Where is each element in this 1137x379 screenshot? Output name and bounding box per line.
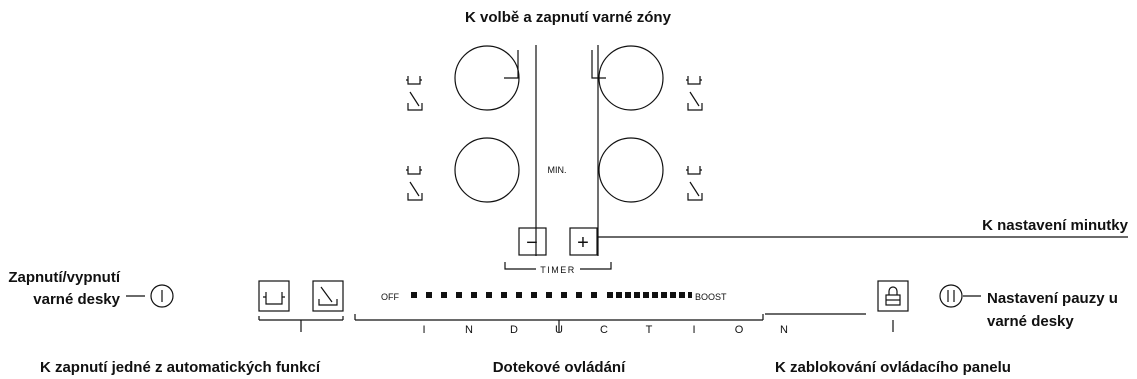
scale-dot[interactable]	[679, 292, 685, 298]
scale-dot[interactable]	[607, 292, 613, 298]
scale-dot[interactable]	[456, 292, 462, 298]
induction-letter: T	[646, 324, 653, 336]
scale-boost-label: BOOST	[695, 292, 727, 302]
scale-dot[interactable]	[441, 292, 447, 298]
hob-zone-rear-left-icon[interactable]	[454, 45, 520, 111]
scale-dot[interactable]	[501, 292, 507, 298]
label-timer-setting: K nastavení minutky	[982, 217, 1129, 234]
zone-pot-icon	[406, 76, 702, 175]
label-lock-panel: K zablokování ovládacího panelu	[775, 359, 1011, 376]
induction-letter: O	[735, 324, 744, 336]
scale-dot[interactable]	[616, 292, 622, 298]
label-power-line1: Zapnutí/vypnutí	[8, 269, 120, 286]
lock-button[interactable]	[877, 280, 909, 312]
pan-with-spatula-button[interactable]	[312, 280, 344, 312]
timer-minus-label: −	[526, 232, 538, 254]
power-level-scale[interactable]	[411, 292, 692, 298]
timer-bracket	[504, 262, 612, 270]
induction-slider-track[interactable]	[354, 313, 866, 321]
scale-dot[interactable]	[426, 292, 432, 298]
timer-plus-label: +	[577, 232, 589, 254]
scale-dot[interactable]	[531, 292, 537, 298]
induction-letter: I	[422, 324, 425, 336]
scale-dot[interactable]	[634, 292, 640, 298]
timer-minus-button[interactable]	[518, 227, 547, 256]
scale-off-label: OFF	[381, 292, 399, 302]
scale-dot[interactable]	[471, 292, 477, 298]
label-touch-control: Dotekové ovládání	[493, 359, 626, 376]
scale-dot[interactable]	[561, 292, 567, 298]
zone-pan-spatula-icon	[407, 91, 703, 201]
scale-dot[interactable]	[688, 292, 692, 298]
induction-letter: C	[600, 324, 608, 336]
induction-letter: D	[510, 324, 518, 336]
zone-leader-lines	[504, 45, 606, 256]
timer-label: TIMER	[540, 265, 576, 275]
scale-dot[interactable]	[661, 292, 667, 298]
hob-zone-rear-right-icon[interactable]	[598, 45, 664, 111]
hob-zone-front-left-icon[interactable]	[454, 137, 520, 203]
scale-dot[interactable]	[591, 292, 597, 298]
scale-dot[interactable]	[546, 292, 552, 298]
label-select-zone: K volbě a zapnutí varné zóny	[465, 9, 672, 26]
timer-plus-button[interactable]	[569, 227, 598, 256]
scale-dot[interactable]	[576, 292, 582, 298]
scale-dot[interactable]	[516, 292, 522, 298]
hob-zone-front-right-icon[interactable]	[598, 137, 664, 203]
induction-letter: N	[465, 324, 473, 336]
label-power-line2: varné desky	[33, 291, 120, 308]
pause-icon[interactable]	[939, 284, 963, 308]
label-auto-functions: K zapnutí jedné z automatických funkcí	[40, 359, 321, 376]
induction-letter: I	[692, 324, 695, 336]
induction-letter: N	[780, 324, 788, 336]
auto-functions-bracket	[258, 316, 344, 332]
scale-dot[interactable]	[643, 292, 649, 298]
pot-button[interactable]	[258, 280, 290, 312]
scale-dot[interactable]	[625, 292, 631, 298]
label-pause-line1: Nastavení pauzy u	[987, 290, 1118, 307]
scale-dot[interactable]	[670, 292, 676, 298]
scale-dot[interactable]	[486, 292, 492, 298]
power-icon[interactable]	[150, 284, 174, 308]
label-pause-line2: varné desky	[987, 313, 1074, 330]
scale-dot[interactable]	[411, 292, 417, 298]
scale-dot[interactable]	[652, 292, 658, 298]
min-label: MIN.	[548, 165, 567, 175]
